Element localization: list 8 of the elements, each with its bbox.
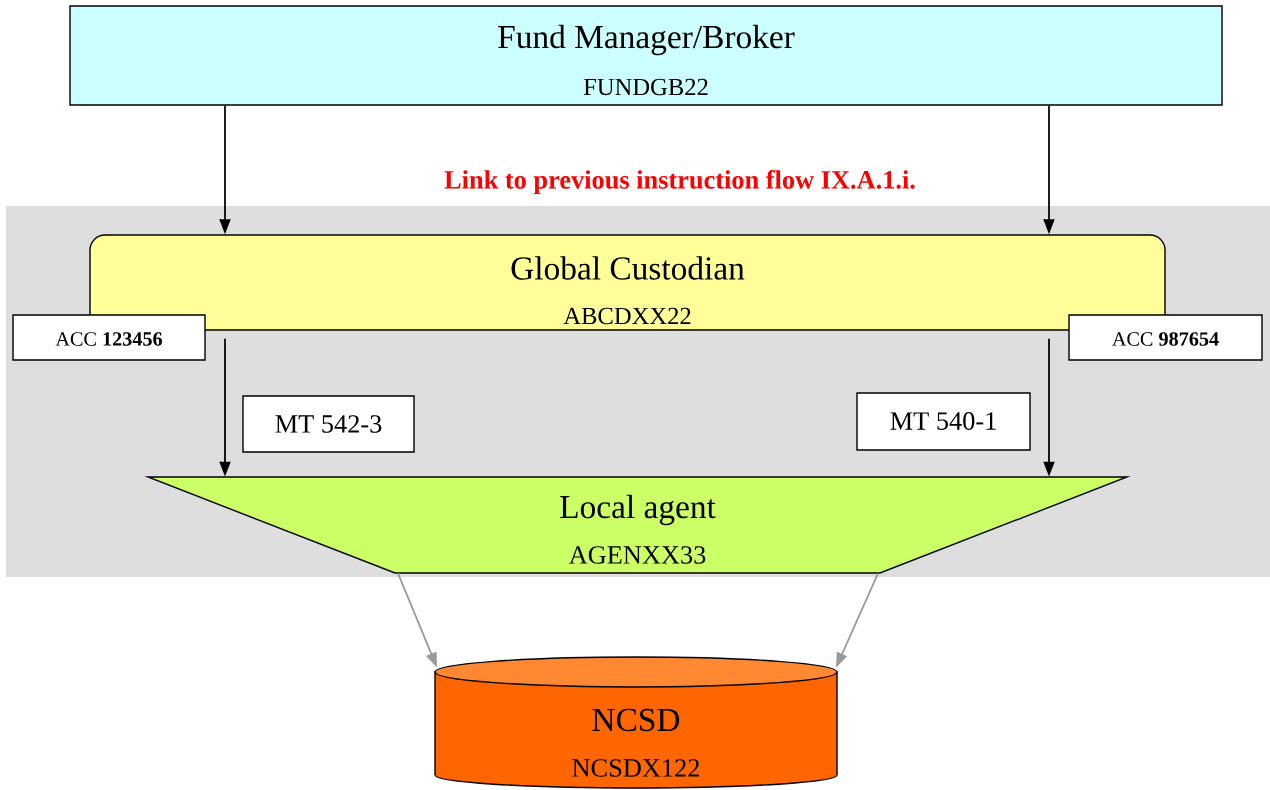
- account-box: ACC 987654: [1068, 314, 1263, 361]
- note-text: Link to previous instruction flow IX.A.1.i.: [444, 169, 915, 195]
- process-box: Fund Manager/Broker FUNDGB22: [69, 5, 1223, 106]
- rounded-box: Global Custodian ABCDXX22: [89, 234, 1166, 331]
- account-box: ACC 123456: [12, 314, 206, 361]
- message-box: MT 542-3: [242, 395, 415, 453]
- database-cylinder: NCSD NCSDX122: [434, 656, 838, 789]
- message-box: MT 540-1: [856, 392, 1031, 451]
